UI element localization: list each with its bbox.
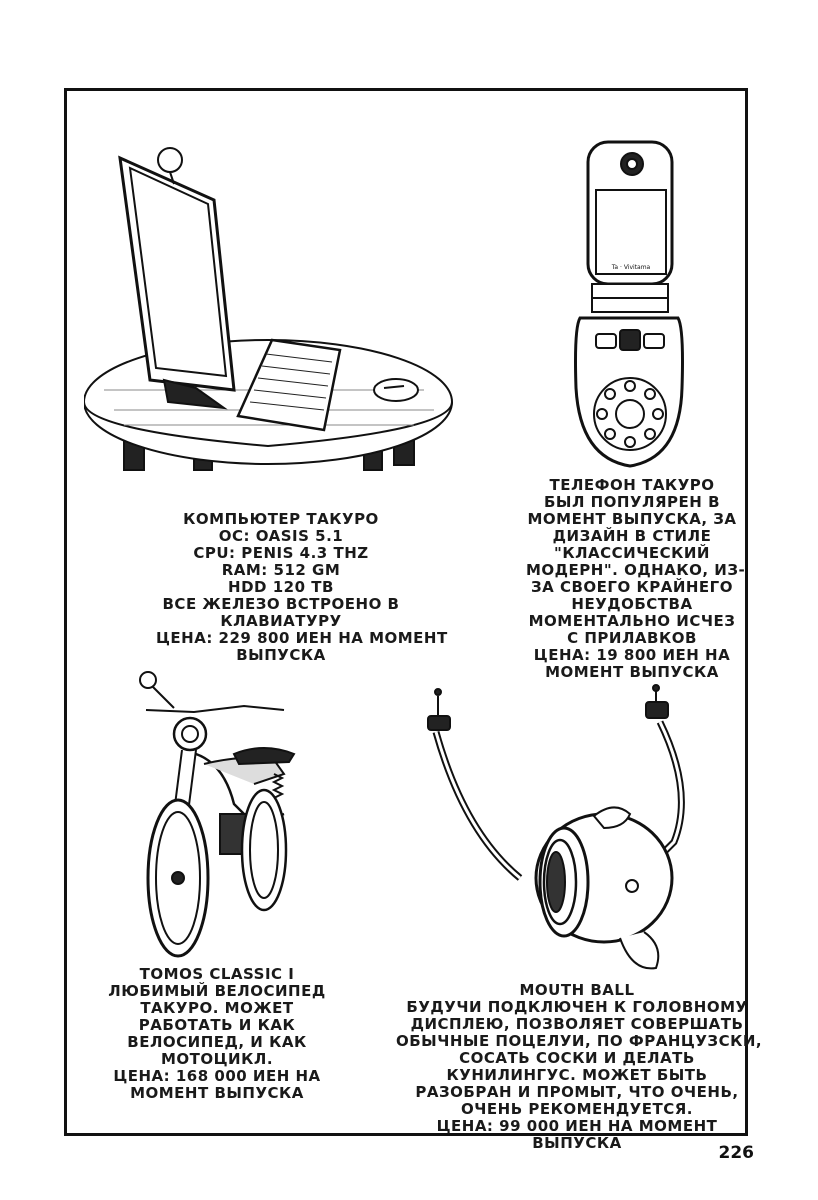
caption-line: ОБЫЧНЫЕ ПОЦЕЛУИ, ПО ФРАНЦУЗСКИ, <box>396 1032 763 1050</box>
caption-line: ВЫПУСКА <box>532 1134 622 1152</box>
caption-line: ТЕЛЕФОН ТАКУРО <box>549 476 715 494</box>
caption-line: ЦЕНА: 168 000 ИЕН НА <box>113 1067 321 1085</box>
phone-caption: ТЕЛЕФОН ТАКУРО БЫЛ ПОПУЛЯРЕН В МОМЕНТ ВЫ… <box>526 476 746 681</box>
caption-line: ЗА СВОЕГО КРАЙНЕГО <box>531 578 733 596</box>
computer-caption: КОМПЬЮТЕР ТАКУРО ОС: OASIS 5.1 CPU: PENI… <box>156 510 448 664</box>
caption-line: ЛЮБИМЫЙ ВЕЛОСИПЕД <box>108 982 326 1000</box>
caption-line: ОС: OASIS 5.1 <box>218 527 344 545</box>
phone-screen-text: Ta · Vivitama <box>611 264 651 271</box>
caption-line: ТАКУРО. МОЖЕТ <box>140 999 294 1017</box>
caption-line: ВЕЛОСИПЕД, И КАК <box>127 1033 307 1051</box>
mouthball-caption: MOUTH BALL БУДУЧИ ПОДКЛЮЧЕН К ГОЛОВНОМУ … <box>396 981 763 1152</box>
panel-frame <box>64 88 748 1136</box>
caption-line: "КЛАССИЧЕСКИЙ <box>554 544 710 562</box>
caption-line: ДИСПЛЕЮ, ПОЗВОЛЯЕТ СОВЕРШАТЬ <box>410 1015 744 1033</box>
caption-line: КЛАВИАТУРУ <box>220 612 342 630</box>
caption-line: ВЫПУСКА <box>236 646 326 664</box>
caption-line: СОСАТЬ СОСКИ И ДЕЛАТЬ <box>459 1049 695 1067</box>
caption-line: КУНИЛИНГУС. МОЖЕТ БЫТЬ <box>446 1066 708 1084</box>
moped-illustration <box>134 664 304 960</box>
caption-line: HDD 120 TB <box>228 578 334 596</box>
caption-line: МОМЕНТАЛЬНО ИСЧЕЗ <box>528 612 736 630</box>
computer-illustration <box>84 140 456 480</box>
phone-illustration: Ta · Vivitama <box>574 138 686 470</box>
caption-line: РАЗОБРАН И ПРОМЫТ, ЧТО ОЧЕНЬ, <box>415 1083 739 1101</box>
caption-line: ЦЕНА: 99 000 ИЕН НА МОМЕНТ <box>436 1117 718 1135</box>
caption-line: МОДЕРН". ОДНАКО, ИЗ- <box>526 561 746 579</box>
caption-line: С ПРИЛАВКОВ <box>567 629 697 647</box>
caption-line: КОМПЬЮТЕР ТАКУРО <box>183 510 379 528</box>
caption-line: МОМЕНТ ВЫПУСКА <box>545 663 719 681</box>
caption-line: МОМЕНТ ВЫПУСКА, ЗА <box>527 510 737 528</box>
caption-line: MOUTH BALL <box>519 981 635 999</box>
caption-line: БЫЛ ПОПУЛЯРЕН В <box>543 493 721 511</box>
caption-line: НЕУДОБСТВА <box>571 595 693 613</box>
caption-line: CPU: PENIS 4.3 THZ <box>193 544 369 562</box>
mouthball-illustration <box>424 682 704 974</box>
caption-line: ЦЕНА: 229 800 ИЕН НА МОМЕНТ <box>156 629 448 647</box>
moped-caption: TOMOS CLASSIC I ЛЮБИМЫЙ ВЕЛОСИПЕД ТАКУРО… <box>100 966 334 1102</box>
caption-line: МОТОЦИКЛ. <box>160 1050 274 1068</box>
caption-line: ВСЕ ЖЕЛЕЗО ВСТРОЕНО В <box>162 595 400 613</box>
caption-line: RAM: 512 GM <box>221 561 341 579</box>
page-number: 226 <box>718 1143 755 1163</box>
caption-line: БУДУЧИ ПОДКЛЮЧЕН К ГОЛОВНОМУ <box>406 998 748 1016</box>
caption-line: РАБОТАТЬ И КАК <box>138 1016 296 1034</box>
caption-line: ДИЗАЙН В СТИЛЕ <box>552 527 712 545</box>
caption-line: МОМЕНТ ВЫПУСКА <box>130 1084 304 1102</box>
caption-line: ЦЕНА: 19 800 ИЕН НА <box>533 646 731 664</box>
caption-line: ОЧЕНЬ РЕКОМЕНДУЕТСЯ. <box>461 1100 693 1118</box>
caption-line: TOMOS CLASSIC I <box>139 965 295 983</box>
